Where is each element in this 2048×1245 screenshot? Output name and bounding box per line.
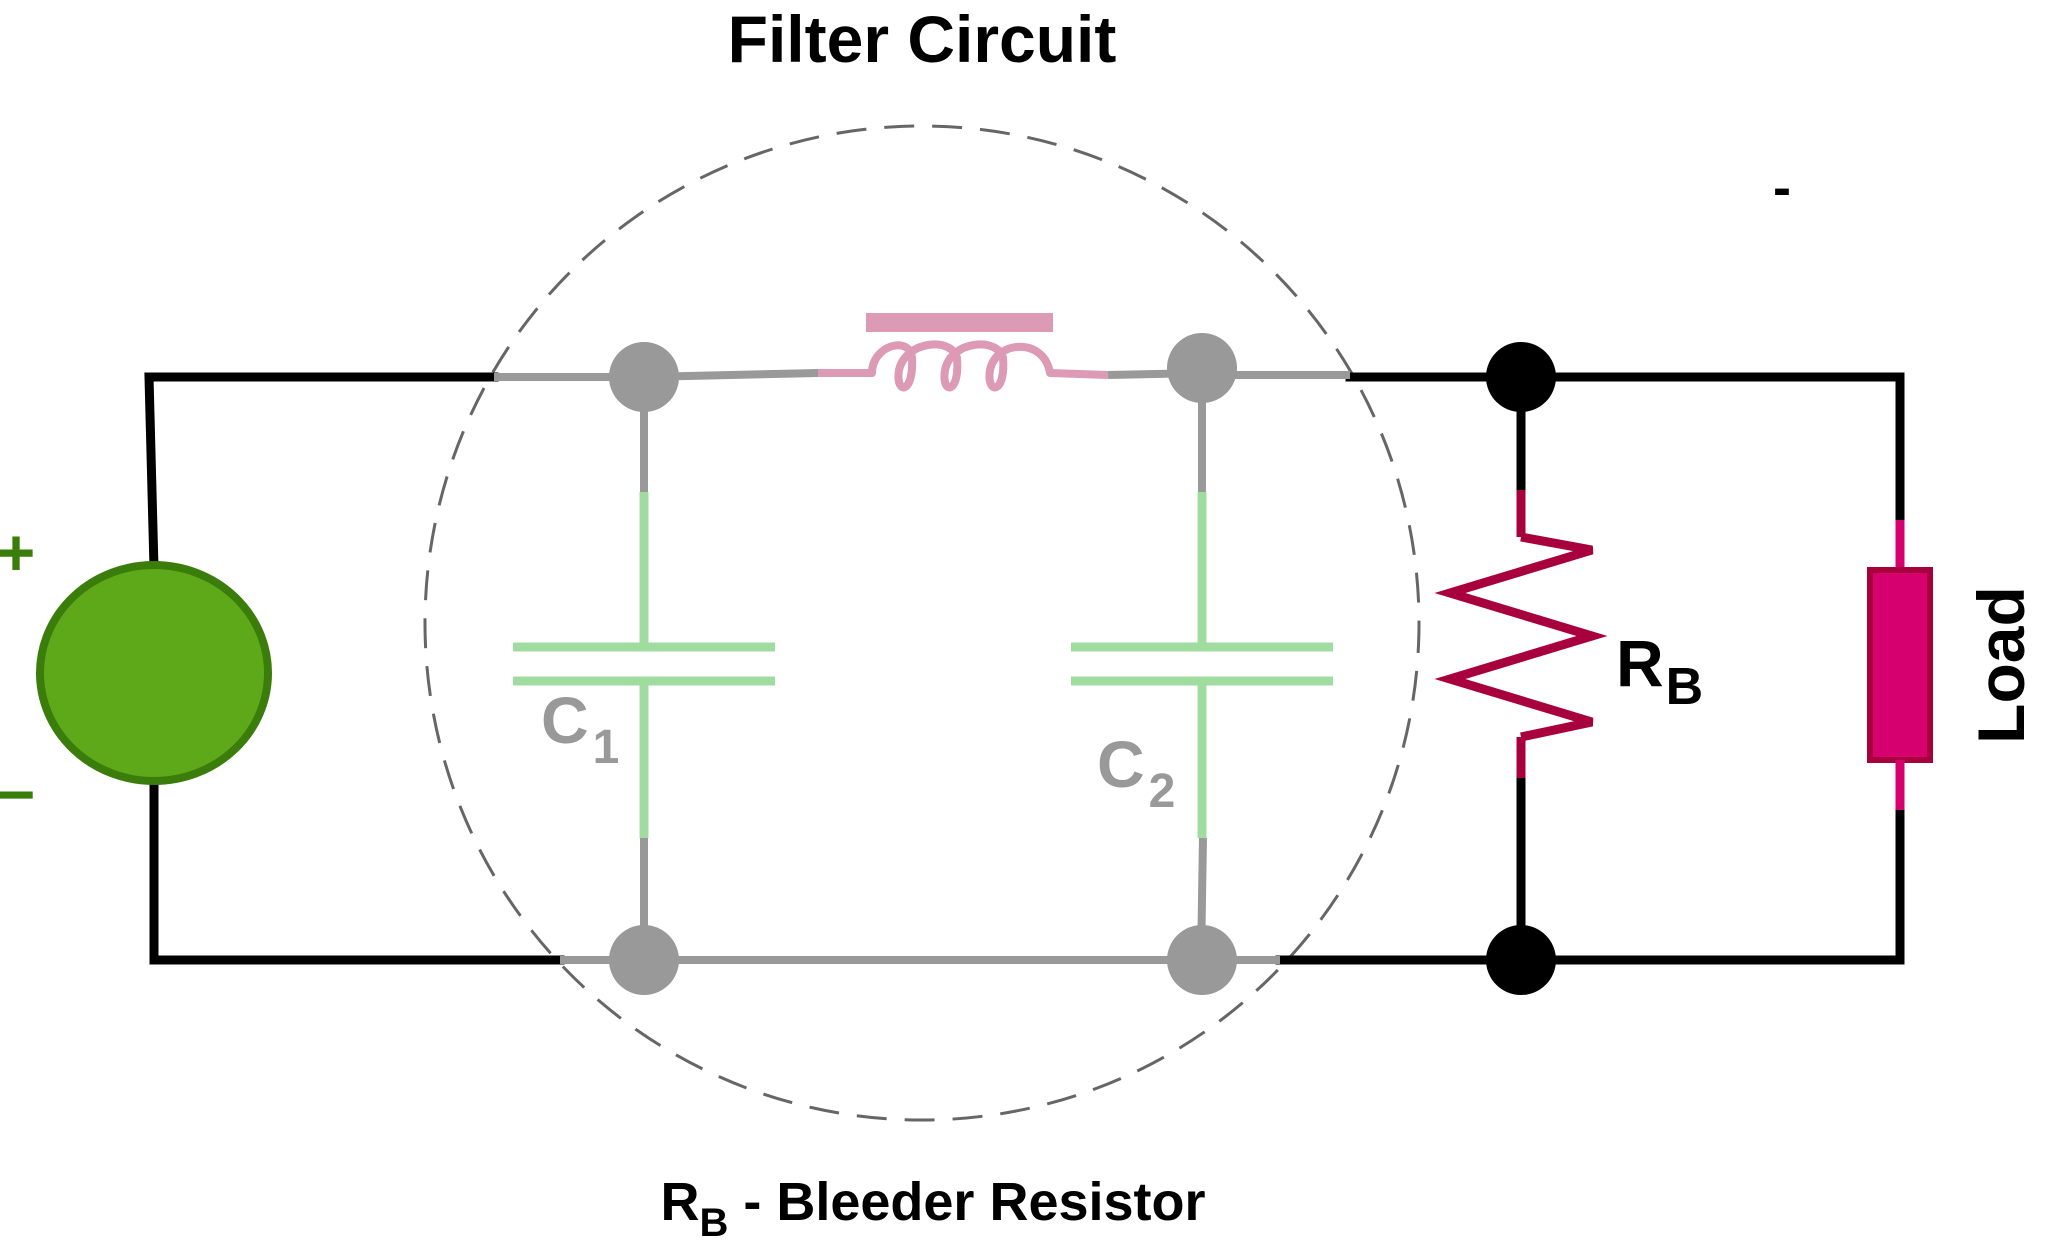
source-plus-sign: + xyxy=(0,515,35,589)
node-rb-top xyxy=(1486,342,1556,412)
capacitor-c2-label: C2 xyxy=(1097,727,1175,818)
ac-source-circle xyxy=(36,561,272,785)
ac-source: + − xyxy=(0,515,272,831)
capacitor-c2: C2 xyxy=(1071,492,1333,838)
node-c2-top xyxy=(1167,333,1237,403)
inductor-choke xyxy=(818,313,1109,392)
node-c1-bottom xyxy=(609,925,679,995)
diagram-caption: RB - Bleeder Resistor xyxy=(660,1172,1205,1245)
capacitor-c1-label: C1 xyxy=(541,683,619,774)
stray-dash-mark: - xyxy=(1773,158,1791,218)
bleeder-resistor-label: RB xyxy=(1616,626,1703,716)
node-rb-bottom xyxy=(1486,925,1556,995)
source-minus-sign: − xyxy=(0,757,35,831)
diagram-title: Filter Circuit xyxy=(728,2,1117,76)
load-resistor: Load xyxy=(1867,520,2038,810)
filter-boundary-dashed-circle xyxy=(423,124,1421,1122)
filter-wiring xyxy=(494,369,1350,964)
bleeder-resistor: RB xyxy=(1434,490,1703,778)
capacitor-c1: C1 xyxy=(513,492,775,838)
main-wiring xyxy=(144,372,1905,965)
junction-nodes xyxy=(609,333,1556,995)
wire-source-bottom xyxy=(149,773,565,965)
node-c1-top xyxy=(609,342,679,412)
node-c2-bottom xyxy=(1167,925,1237,995)
load-label: Load xyxy=(1964,586,2038,744)
wire-source-top xyxy=(144,372,499,573)
